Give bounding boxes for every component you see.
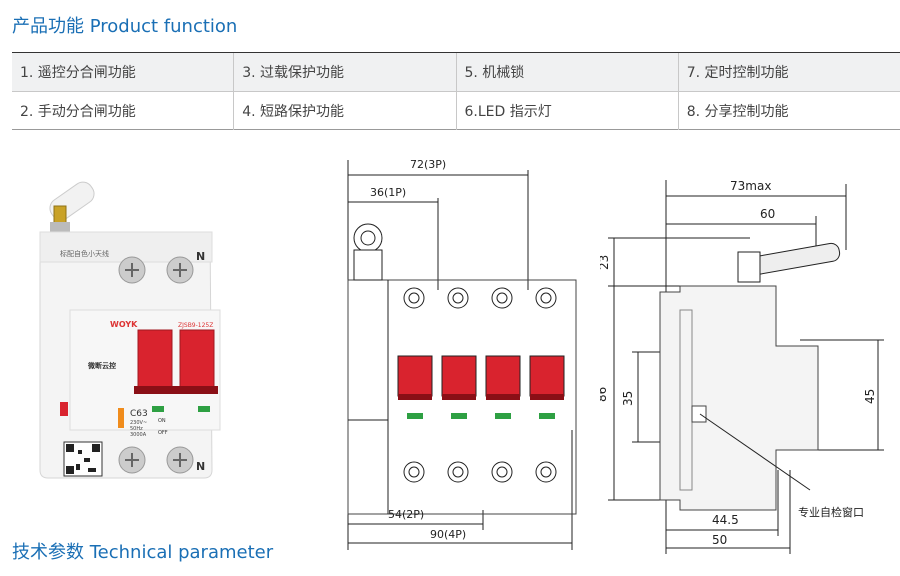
led-indicator [407, 413, 423, 419]
antenna-caption: 标配自色小天线 [60, 249, 109, 258]
product-function-title: 产品功能 Product function [12, 16, 238, 37]
breaker-handle [441, 355, 477, 397]
terminal-screw-inner [496, 466, 508, 478]
terminal-screw-inner [540, 466, 552, 478]
dim-35: 35 [621, 391, 635, 406]
capacity-label: 3000A [130, 432, 147, 438]
function-cell: 3. 过载保护功能 [234, 53, 457, 91]
dim-23: 23 [600, 255, 611, 270]
breaker-handle [485, 355, 521, 397]
function-cell: 1. 遥控分合闸功能 [12, 53, 235, 91]
led-indicator [451, 413, 467, 419]
led-indicator [539, 413, 555, 419]
model-label: ZJSB9-125Z [178, 322, 213, 329]
function-cell: 5. 机械锁 [457, 53, 679, 91]
dim-86: 86 [600, 387, 609, 402]
technical-parameter-title: 技术参数 Technical parameter [12, 542, 274, 563]
terminal-screw-inner [408, 466, 420, 478]
led-indicator [495, 413, 511, 419]
function-cell: 8. 分享控制功能 [686, 104, 789, 120]
handle-base [398, 394, 432, 400]
dim-44-5: 44.5 [712, 513, 739, 527]
off-label: OFF [158, 430, 168, 436]
handle-base [530, 394, 564, 400]
pole-group [397, 287, 565, 483]
function-cell: 6.LED 指示灯 [457, 92, 679, 130]
handle-base [486, 394, 520, 400]
freq-label: 50Hz [130, 426, 143, 432]
dim-73max: 73max [730, 179, 771, 193]
product-photo: 标配自色小天线 N WOYK ZJSB9-125Z 微断云控 C63 230V~… [39, 181, 221, 479]
self-check-window-label: 专业自检窗口 [798, 505, 864, 519]
bottom-n-label: N [196, 460, 205, 473]
handle-base [442, 394, 476, 400]
voltage-label: 230V~ [130, 420, 147, 426]
dim-45: 45 [863, 389, 877, 404]
function-cell: 7. 定时控制功能 [686, 65, 789, 81]
terminal-screw-inner [540, 292, 552, 304]
dim-1p: 36(1P) [370, 186, 406, 199]
function-cell: 4. 短路保护功能 [234, 92, 457, 130]
dim-3p: 72(3P) [410, 158, 446, 171]
terminal-screw-inner [408, 292, 420, 304]
breaker-handle [529, 355, 565, 397]
cloud-logo-text: 微断云控 [87, 361, 116, 370]
brand-logo: WOYK [110, 320, 138, 329]
function-row: 1. 遥控分合闸功能 3. 过载保护功能 5. 机械锁 7. 定时控制功能 [12, 53, 900, 92]
dim-50: 50 [712, 533, 727, 547]
terminal-screw-inner [452, 466, 464, 478]
breaker-handle [397, 355, 433, 397]
antenna-illustration [49, 181, 95, 234]
function-table: 1. 遥控分合闸功能 3. 过载保护功能 5. 机械锁 7. 定时控制功能 2.… [12, 52, 900, 130]
dim-60: 60 [760, 207, 775, 221]
dim-2p: 54(2P) [388, 508, 424, 521]
function-cell: 2. 手动分合闸功能 [12, 92, 235, 130]
front-view-drawing: 72(3P) 36(1P) 54(2P) 90(4P) [347, 158, 577, 550]
on-label: ON [158, 418, 166, 424]
side-view-drawing: 73max 60 23 86 35 45 44.5 50 专业自检窗口 [600, 179, 884, 554]
rating-label: C63 [130, 409, 148, 419]
terminal-screw-inner [496, 292, 508, 304]
dim-4p: 90(4P) [430, 528, 466, 541]
n-label: N [196, 250, 205, 263]
function-row: 2. 手动分合闸功能 4. 短路保护功能 6.LED 指示灯 8. 分享控制功能 [12, 92, 900, 130]
terminal-screw-inner [452, 292, 464, 304]
